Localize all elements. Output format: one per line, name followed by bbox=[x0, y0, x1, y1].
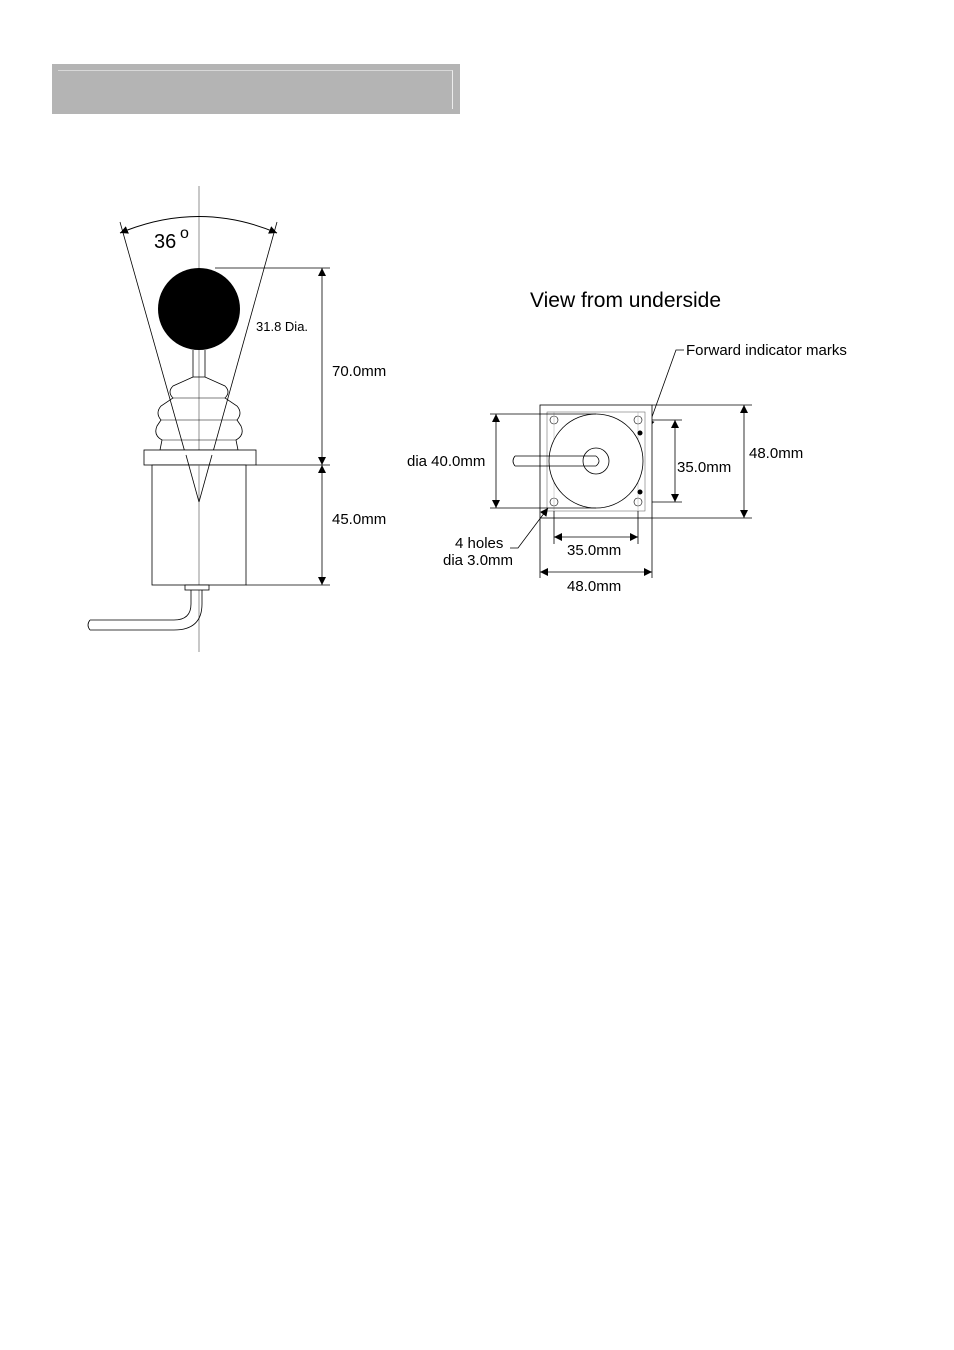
forward-mark-dot-1 bbox=[638, 431, 643, 436]
side-view: 36 o 31.8 Dia. 70.0mm bbox=[88, 186, 386, 652]
underside-title: View from underside bbox=[530, 289, 721, 312]
body-circle bbox=[549, 414, 643, 508]
height-upper-label: 70.0mm bbox=[332, 363, 386, 380]
outer-width-label: 48.0mm bbox=[567, 578, 621, 595]
outer-height-label: 48.0mm bbox=[749, 445, 803, 462]
mounting-flange bbox=[144, 450, 256, 465]
dia-label: dia 40.0mm bbox=[407, 453, 485, 470]
inner-height-label: 35.0mm bbox=[677, 459, 731, 476]
ball-diameter-label: 31.8 Dia. bbox=[256, 319, 308, 334]
underside-view: View from underside Forward indicator ma… bbox=[407, 289, 847, 595]
forward-marks-label: Forward indicator marks bbox=[686, 342, 847, 359]
angle-arc bbox=[120, 217, 277, 234]
height-lower-label: 45.0mm bbox=[332, 511, 386, 528]
holes-label-line1: 4 holes bbox=[455, 535, 503, 552]
cable-gland bbox=[185, 585, 209, 590]
cable-end bbox=[88, 620, 90, 630]
forward-marks-leader bbox=[648, 350, 684, 428]
cable bbox=[90, 590, 191, 620]
inner-width-label: 35.0mm bbox=[567, 542, 621, 559]
angle-value: 36 bbox=[154, 231, 176, 253]
holes-label-line2: dia 3.0mm bbox=[443, 552, 513, 569]
angle-degree-symbol: o bbox=[180, 225, 189, 242]
cable-end-cap bbox=[513, 456, 515, 466]
cable-inner bbox=[90, 590, 202, 630]
forward-mark-dot-2 bbox=[638, 490, 643, 495]
joystick-ball bbox=[158, 268, 240, 350]
